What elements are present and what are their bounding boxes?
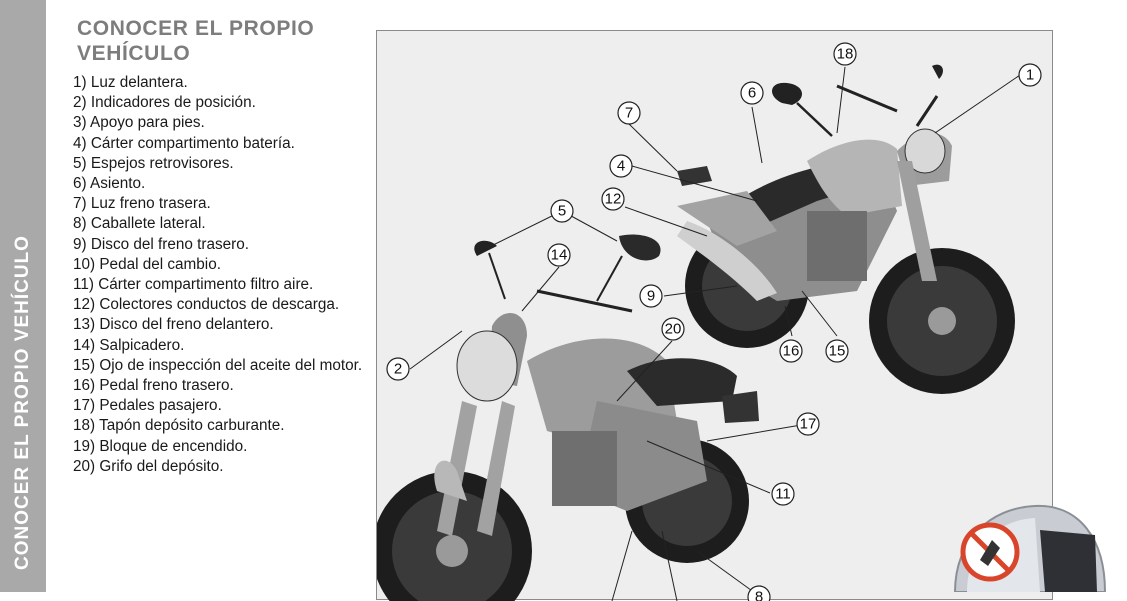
part-item: 4) Cárter compartimento batería.	[73, 134, 362, 154]
page-title-line2: VEHÍCULO	[77, 42, 190, 65]
part-item: 6) Asiento.	[73, 174, 362, 194]
svg-text:1: 1	[1026, 67, 1034, 84]
part-item: 12) Colectores conductos de descarga.	[73, 295, 362, 315]
part-item: 1) Luz delantera.	[73, 73, 362, 93]
side-tab-text: CONOCER EL PROPIO VEHÍCULO	[12, 235, 34, 570]
callout-7: 7	[618, 102, 640, 124]
part-item: 10) Pedal del cambio.	[73, 255, 362, 275]
part-item: 8) Caballete lateral.	[73, 214, 362, 234]
part-item: 18) Tapón depósito carburante.	[73, 416, 362, 436]
part-item: 14) Salpicadero.	[73, 336, 362, 356]
svg-text:8: 8	[755, 589, 763, 601]
page-title: CONOCER EL PROPIO VEHÍCULO	[77, 16, 367, 66]
parts-list: 1) Luz delantera. 2) Indicadores de posi…	[73, 73, 362, 477]
callout-11: 11	[772, 483, 794, 505]
part-item: 16) Pedal freno trasero.	[73, 376, 362, 396]
svg-text:11: 11	[775, 486, 791, 503]
part-item: 2) Indicadores de posición.	[73, 93, 362, 113]
part-item: 17) Pedales pasajero.	[73, 396, 362, 416]
svg-text:5: 5	[558, 203, 566, 220]
callout-2: 2	[387, 358, 409, 380]
svg-text:16: 16	[783, 343, 800, 360]
callout-17: 17	[797, 413, 819, 435]
part-item: 7) Luz freno trasera.	[73, 194, 362, 214]
svg-text:14: 14	[551, 247, 568, 264]
part-item: 19) Bloque de encendido.	[73, 437, 362, 457]
callout-8: 8	[748, 586, 770, 601]
callout-16: 16	[780, 340, 802, 362]
part-item: 5) Espejos retrovisores.	[73, 154, 362, 174]
helmet-recommendation-badge	[945, 500, 1115, 592]
svg-text:20: 20	[665, 321, 682, 338]
svg-text:6: 6	[748, 85, 756, 102]
callout-4: 4	[610, 155, 632, 177]
callout-18: 18	[834, 43, 856, 65]
callout-15: 15	[826, 340, 848, 362]
callout-20: 20	[662, 318, 684, 340]
svg-text:12: 12	[605, 191, 622, 208]
svg-text:4: 4	[617, 158, 625, 175]
svg-text:18: 18	[837, 46, 854, 63]
part-item: 9) Disco del freno trasero.	[73, 235, 362, 255]
callout-14: 14	[548, 244, 570, 266]
side-tab: CONOCER EL PROPIO VEHÍCULO	[0, 0, 46, 592]
callout-1: 1	[1019, 64, 1041, 86]
svg-text:2: 2	[394, 361, 402, 378]
part-item: 3) Apoyo para pies.	[73, 113, 362, 133]
svg-text:7: 7	[625, 105, 633, 122]
part-item: 13) Disco del freno delantero.	[73, 315, 362, 335]
callout-6: 6	[741, 82, 763, 104]
part-item: 11) Cárter compartimento filtro aire.	[73, 275, 362, 295]
part-item: 15) Ojo de inspección del aceite del mot…	[73, 356, 362, 376]
svg-text:9: 9	[647, 288, 655, 305]
svg-text:15: 15	[829, 343, 846, 360]
callout-12: 12	[602, 188, 624, 210]
part-item: 20) Grifo del depósito.	[73, 457, 362, 477]
callout-9: 9	[640, 285, 662, 307]
svg-text:17: 17	[800, 416, 817, 433]
callout-5: 5	[551, 200, 573, 222]
page-title-line1: CONOCER EL PROPIO	[77, 17, 314, 40]
